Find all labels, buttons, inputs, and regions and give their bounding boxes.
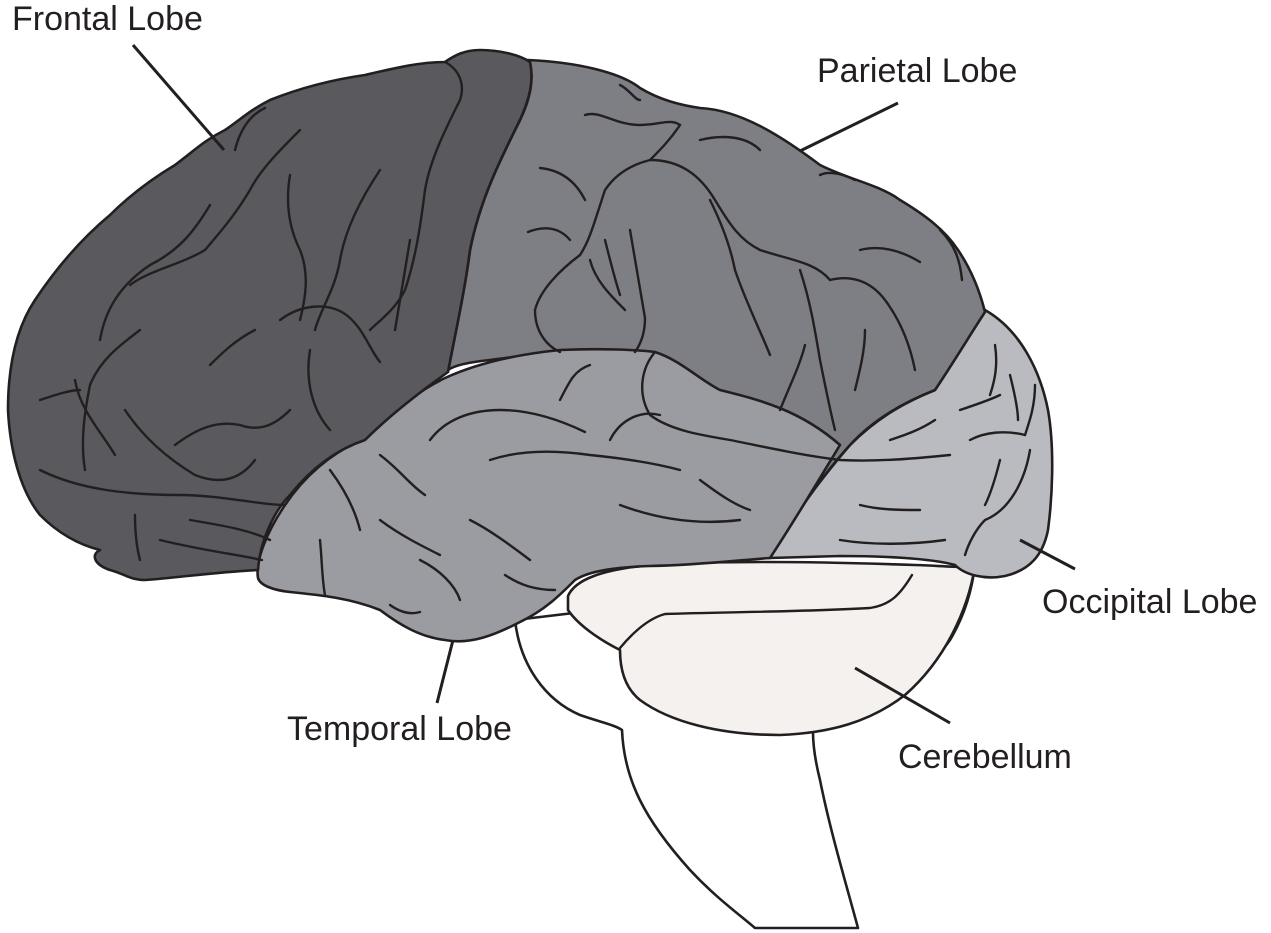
frontal-leader-line	[131, 44, 226, 151]
temporal-sulci	[318, 350, 952, 615]
frontal-sulci	[38, 106, 412, 562]
occipital-leader-line	[1019, 538, 1076, 571]
label-occipital-lobe: Occipital Lobe	[1042, 583, 1258, 621]
parietal-leader-line	[799, 101, 899, 153]
temporal-leader-line	[435, 639, 455, 704]
central-sulcus	[446, 60, 533, 374]
cerebellum-leader-line	[854, 666, 951, 725]
label-temporal-lobe: Temporal Lobe	[287, 710, 512, 748]
label-cerebellum: Cerebellum	[898, 738, 1072, 776]
label-frontal-lobe: Frontal Lobe	[12, 0, 203, 38]
cerebellum-fissure	[618, 573, 914, 650]
label-parietal-lobe: Parietal Lobe	[817, 52, 1018, 90]
occipital-sulci	[838, 343, 1037, 557]
parietal-sulci	[526, 83, 964, 432]
